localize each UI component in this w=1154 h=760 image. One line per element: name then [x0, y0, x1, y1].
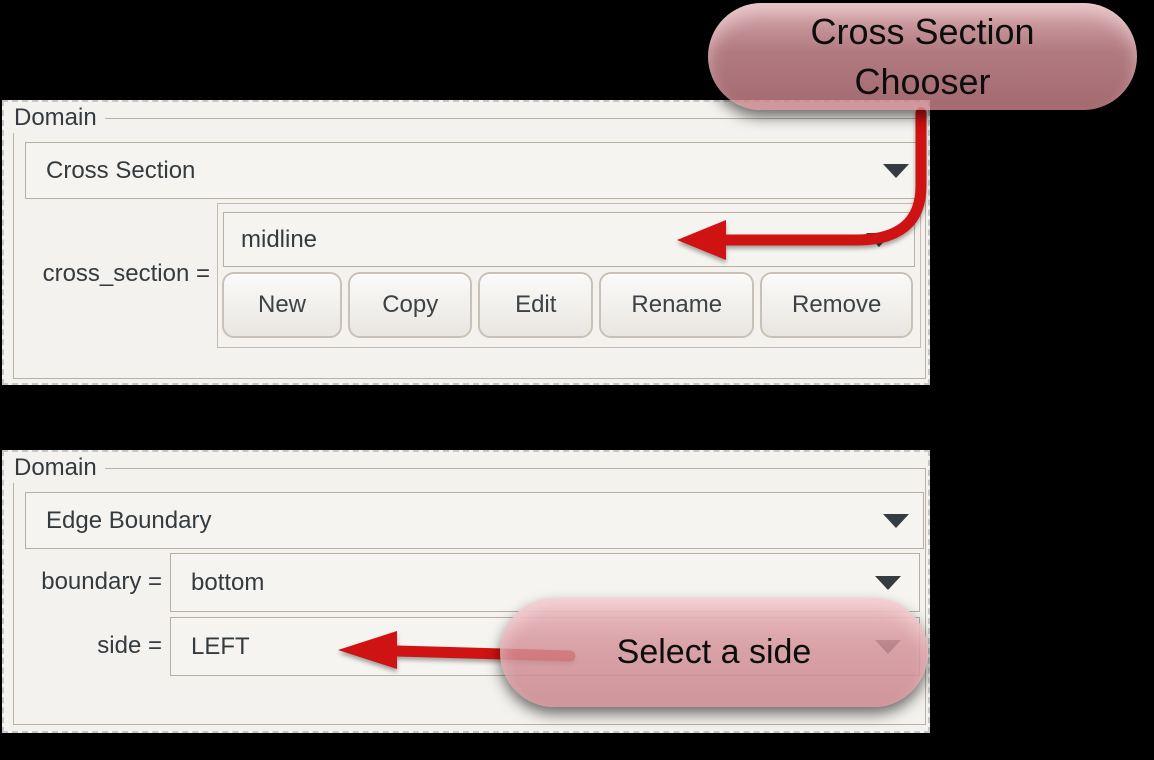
chevron-down-icon [883, 513, 909, 528]
edge-boundary-type-value: Edge Boundary [46, 506, 212, 534]
cross-section-value: midline [241, 225, 318, 253]
side-param-label: side = [97, 632, 162, 659]
boundary-value: bottom [191, 568, 265, 596]
group-label-domain-bottom: Domain [13, 453, 105, 483]
domain-type-combobox[interactable]: Cross Section [25, 142, 924, 199]
copy-button[interactable]: Copy [348, 272, 473, 338]
callout-text-line: Cross Section [810, 10, 1035, 52]
select-a-side-callout: Select a side [500, 598, 928, 707]
new-button[interactable]: New [222, 272, 342, 338]
domain-group-frame-top [13, 118, 926, 379]
cross-section-chooser-callout: Cross Section Chooser [708, 3, 1137, 110]
chevron-down-icon [875, 575, 901, 590]
rename-button[interactable]: Rename [599, 272, 755, 338]
chevron-down-icon [883, 163, 909, 178]
cross-section-param-label: cross_section = [42, 260, 210, 287]
domain-group-frame-bottom [13, 468, 926, 725]
callout-text-line: Select a side [616, 633, 812, 671]
cross-section-chooser-widget: midline New Copy Edit Rename Remove [217, 203, 921, 348]
edit-button[interactable]: Edit [478, 272, 594, 338]
boundary-param-label: boundary = [41, 568, 162, 595]
cross-section-domain-panel: Domain Cross Section cross_section = mid… [2, 100, 930, 385]
callout-text-line: Chooser [854, 60, 991, 102]
remove-button[interactable]: Remove [760, 272, 913, 338]
chevron-down-icon [866, 232, 892, 247]
group-label-domain-top: Domain [13, 103, 105, 133]
cross-section-combobox[interactable]: midline [223, 212, 915, 267]
side-value: LEFT [191, 632, 250, 660]
domain-type-value: Cross Section [46, 156, 196, 184]
edge-boundary-type-combobox[interactable]: Edge Boundary [25, 492, 924, 549]
